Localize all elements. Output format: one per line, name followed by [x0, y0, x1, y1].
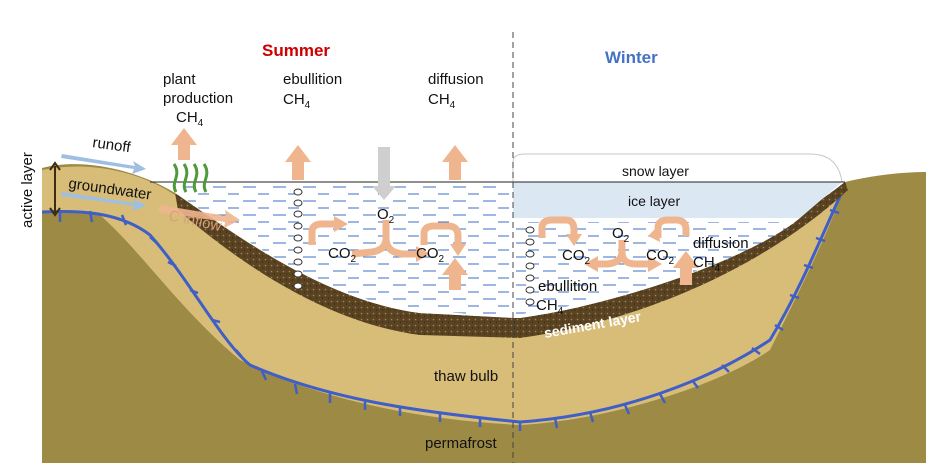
o2-down-arrow — [372, 147, 396, 200]
ebullition-bubbles-summer — [293, 188, 303, 290]
summer-diffusion-label: diffusion — [428, 71, 484, 88]
production-label: production — [163, 90, 233, 107]
up-arrows — [171, 128, 699, 290]
sediment-layer — [175, 182, 848, 338]
winter-ebullition-ch4: CH4 — [536, 297, 564, 317]
permafrost-ticks — [58, 208, 840, 431]
winter-o2: O2 — [612, 225, 630, 245]
summer-title: Summer — [262, 41, 330, 60]
summer-ebullition-label: ebullition — [283, 71, 342, 88]
oxidation-arrows-winter — [538, 216, 690, 268]
active-layer-label: active layer — [19, 152, 36, 228]
permafrost-label: permafrost — [425, 435, 498, 452]
summer-ebullition-ch4: CH4 — [283, 91, 311, 111]
snow-layer — [512, 153, 843, 183]
summer-co2-left: CO2 — [328, 245, 357, 265]
oxidation-arrowheads-summer — [334, 216, 466, 262]
summer-diffusion-ch4: CH4 — [428, 91, 456, 111]
snow-layer-label: snow layer — [622, 163, 689, 179]
ice-layer-label: ice layer — [628, 193, 680, 209]
summer-co2-right: CO2 — [416, 245, 445, 265]
active-layer-bracket — [49, 161, 61, 217]
winter-diffusion-label: diffusion — [693, 235, 749, 252]
ebullition-bubbles-winter — [525, 226, 535, 306]
oxidation-arrowheads-winter — [566, 226, 662, 272]
plant-label: plant — [163, 71, 196, 88]
ice-layer — [513, 182, 842, 218]
winter-water-dashes — [516, 222, 795, 314]
oxidation-arrows-summer — [308, 220, 462, 258]
c-inflow-arrow — [158, 205, 240, 228]
runoff-label: runoff — [91, 134, 132, 156]
thaw-bulb-label: thaw bulb — [434, 368, 498, 385]
groundwater-arrow — [61, 192, 146, 211]
summer-water-dashes — [180, 186, 513, 316]
winter-ebullition-label: ebullition — [538, 278, 597, 295]
winter-title: Winter — [605, 48, 658, 67]
winter-diffusion-ch4: CH4 — [693, 254, 721, 274]
runoff-arrow — [61, 154, 146, 174]
plant-icon — [172, 163, 209, 193]
ground-mass — [42, 164, 926, 463]
winter-co2-left: CO2 — [562, 247, 591, 267]
winter-co2-right: CO2 — [646, 247, 675, 267]
plant-ch4-label: CH4 — [176, 109, 204, 129]
summer-o2: O2 — [377, 206, 395, 226]
